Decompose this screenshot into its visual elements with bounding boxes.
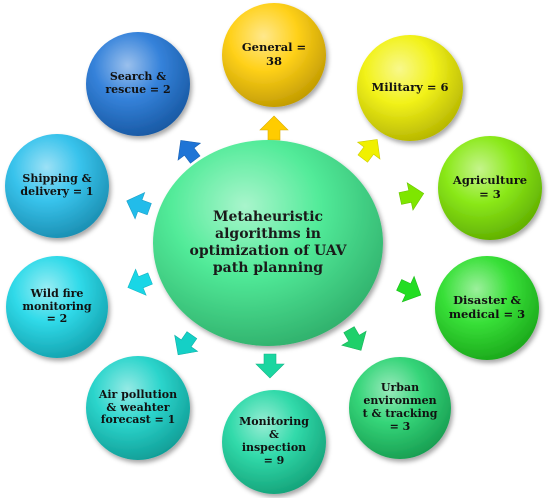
center-topic-bubble	[153, 140, 383, 346]
bubble-monitoring	[222, 390, 326, 494]
bubble-wildfire	[6, 256, 108, 358]
bubble-disaster	[435, 256, 539, 360]
arrow-agriculture	[398, 182, 425, 211]
arrow-disaster	[396, 275, 422, 303]
bubble-search	[86, 32, 190, 136]
arrow-monitoring	[255, 353, 285, 379]
center-topic-label: Metaheuristic algorithms in optimization…	[189, 209, 347, 276]
arrow-air	[174, 331, 199, 356]
bubble-agriculture	[438, 136, 542, 240]
bubble-general	[222, 3, 326, 107]
bubble-military	[357, 35, 463, 141]
arrow-wildfire	[127, 268, 153, 296]
bubble-shipping	[5, 134, 109, 238]
bubble-urban	[349, 357, 451, 459]
arrow-urban	[341, 326, 367, 351]
bubble-air	[86, 356, 190, 460]
arrow-military	[356, 139, 381, 163]
arrow-search	[177, 140, 202, 164]
arrow-shipping	[126, 191, 152, 220]
arrow-general	[259, 115, 289, 141]
